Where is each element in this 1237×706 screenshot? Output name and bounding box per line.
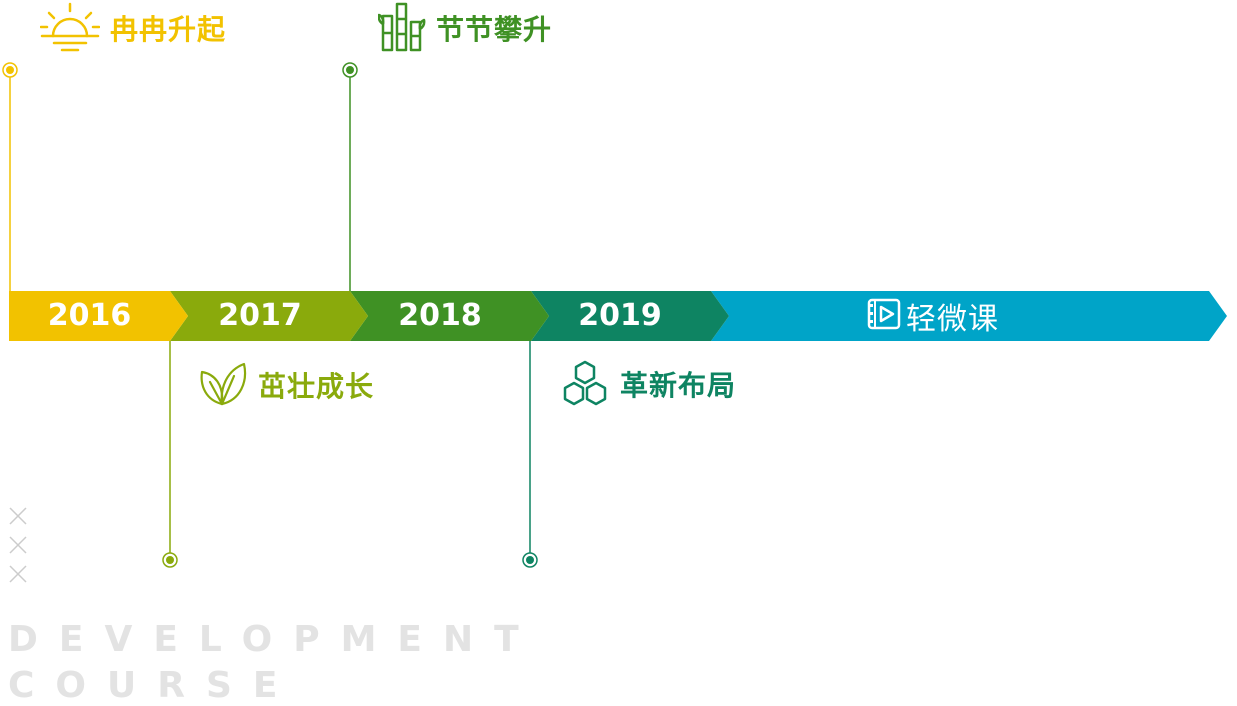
- leaf-icon: [198, 362, 248, 408]
- cross-icon: [9, 507, 27, 525]
- segment-2018: [350, 291, 549, 341]
- segment-label-2018: 2018: [398, 298, 482, 333]
- segment-2019: [531, 291, 729, 341]
- arrow-tail: [711, 291, 1227, 341]
- milestone-2018: 节节攀升: [378, 2, 552, 54]
- cross-icon: [9, 565, 27, 583]
- segment-label-2019: 2019: [578, 298, 662, 333]
- dot-2018: [342, 62, 358, 78]
- segment-label-2016: 2016: [47, 298, 132, 333]
- segment-2017: [170, 291, 368, 341]
- footer-line-2: COURSE: [8, 665, 299, 706]
- milestone-2016: 冉冉升起: [40, 2, 226, 54]
- footer-line-1: DEVELOPMENT: [8, 619, 540, 660]
- segment-2016: [9, 291, 188, 341]
- sunrise-icon: [40, 2, 100, 54]
- hexagons-icon: [560, 360, 610, 408]
- segment-label-2017: 2017: [218, 298, 302, 333]
- brand-name: 轻微课: [906, 302, 999, 337]
- play-logo-icon: [866, 296, 902, 336]
- brand-logo: 轻微课: [866, 294, 999, 338]
- bamboo-icon: [378, 2, 426, 54]
- dot-2016: [2, 62, 18, 78]
- milestone-2017: 茁壮成长: [198, 362, 374, 408]
- dot-2017: [162, 552, 178, 568]
- dot-2019: [522, 552, 538, 568]
- decorative-crosses: [8, 506, 28, 593]
- milestone-2019: 革新布局: [560, 360, 736, 408]
- cross-icon: [9, 536, 27, 554]
- milestone-label-2017: 茁壮成长: [258, 370, 375, 403]
- milestone-label-2016: 冉冉升起: [110, 13, 227, 46]
- milestone-label-2019: 革新布局: [620, 369, 737, 402]
- milestone-label-2018: 节节攀升: [436, 13, 553, 46]
